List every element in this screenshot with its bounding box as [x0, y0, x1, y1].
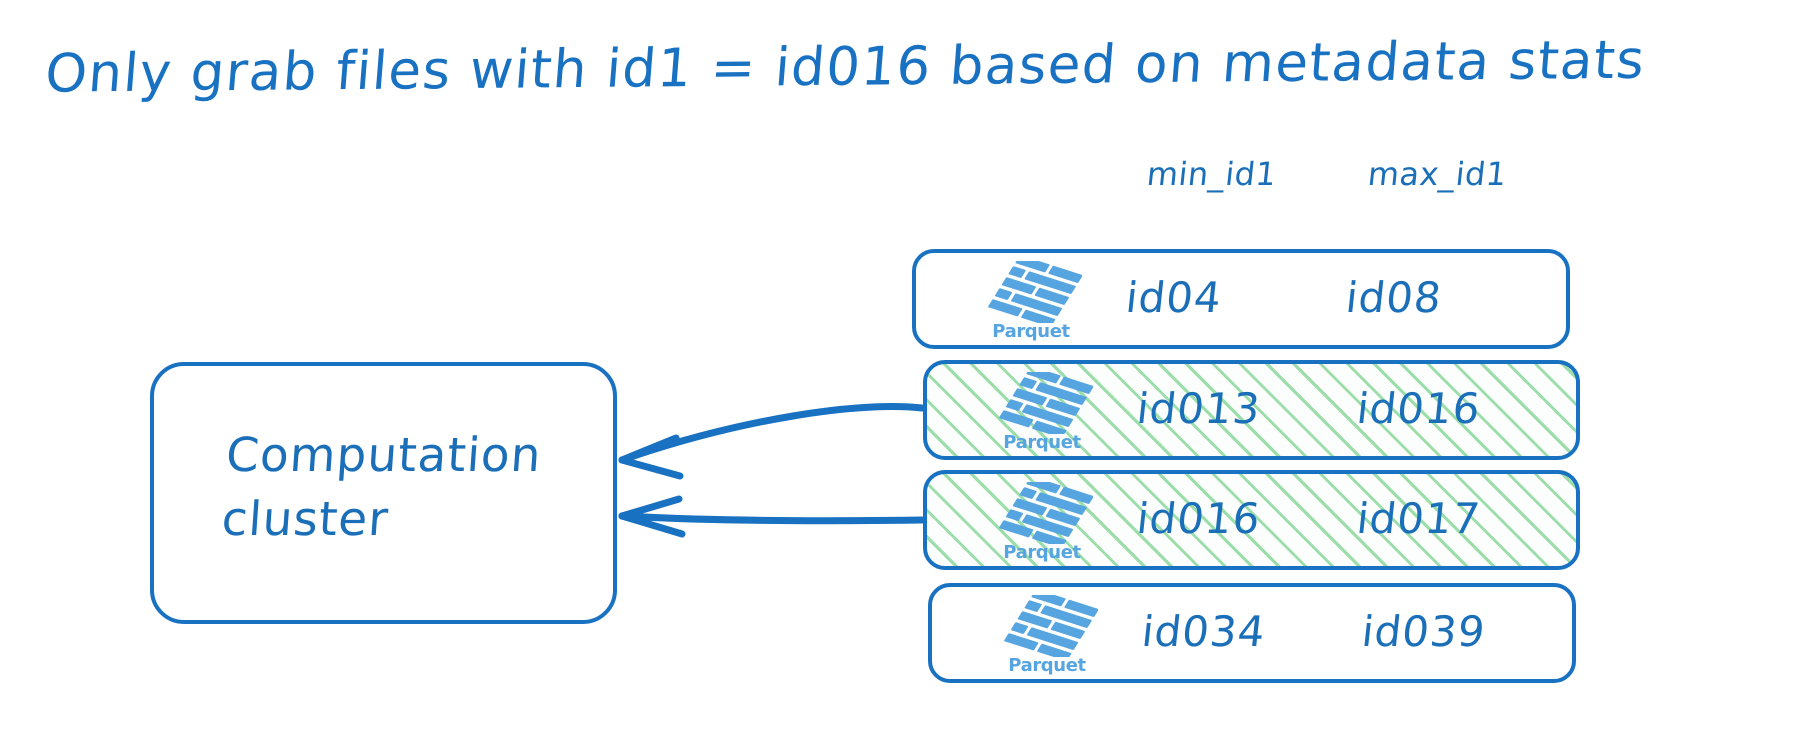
computation-cluster-label: Computation cluster — [219, 428, 544, 547]
column-header-min-id1: min_id1 — [1145, 155, 1279, 193]
parquet-label: Parquet — [992, 321, 1070, 342]
table-row[interactable]: Parquet id034 id039 — [928, 583, 1576, 683]
parquet-logo: Parquet — [966, 261, 1096, 351]
cell-max-id1: id08 — [1343, 273, 1445, 322]
cell-max-id1: id017 — [1354, 494, 1484, 543]
table-row[interactable]: Parquet id016 id017 — [923, 470, 1580, 570]
cell-max-id1: id039 — [1359, 607, 1489, 656]
cell-min-id1: id013 — [1134, 384, 1264, 433]
parquet-label: Parquet — [1008, 655, 1086, 676]
parquet-icon — [999, 372, 1093, 434]
computation-cluster-node[interactable]: Computation cluster — [150, 362, 617, 624]
page-title: Only grab files with id1 = id016 based o… — [42, 29, 1648, 105]
arrow-row1-to-cluster — [618, 403, 926, 480]
cell-min-id1: id016 — [1134, 494, 1264, 543]
parquet-logo: Parquet — [982, 595, 1112, 685]
parquet-label: Parquet — [1003, 432, 1081, 453]
parquet-icon — [999, 482, 1093, 544]
table-row[interactable]: Parquet id013 id016 — [923, 360, 1580, 460]
parquet-icon — [1004, 595, 1098, 657]
parquet-icon — [988, 261, 1082, 323]
cell-min-id1: id04 — [1123, 273, 1225, 322]
column-header-max-id1: max_id1 — [1366, 155, 1509, 193]
parquet-label: Parquet — [1003, 542, 1081, 563]
arrow-row2-to-cluster — [618, 495, 926, 538]
cell-max-id1: id016 — [1354, 384, 1484, 433]
cell-min-id1: id034 — [1139, 607, 1269, 656]
parquet-logo: Parquet — [977, 482, 1107, 572]
table-row[interactable]: Parquet id04 id08 — [912, 249, 1570, 349]
parquet-logo: Parquet — [977, 372, 1107, 462]
